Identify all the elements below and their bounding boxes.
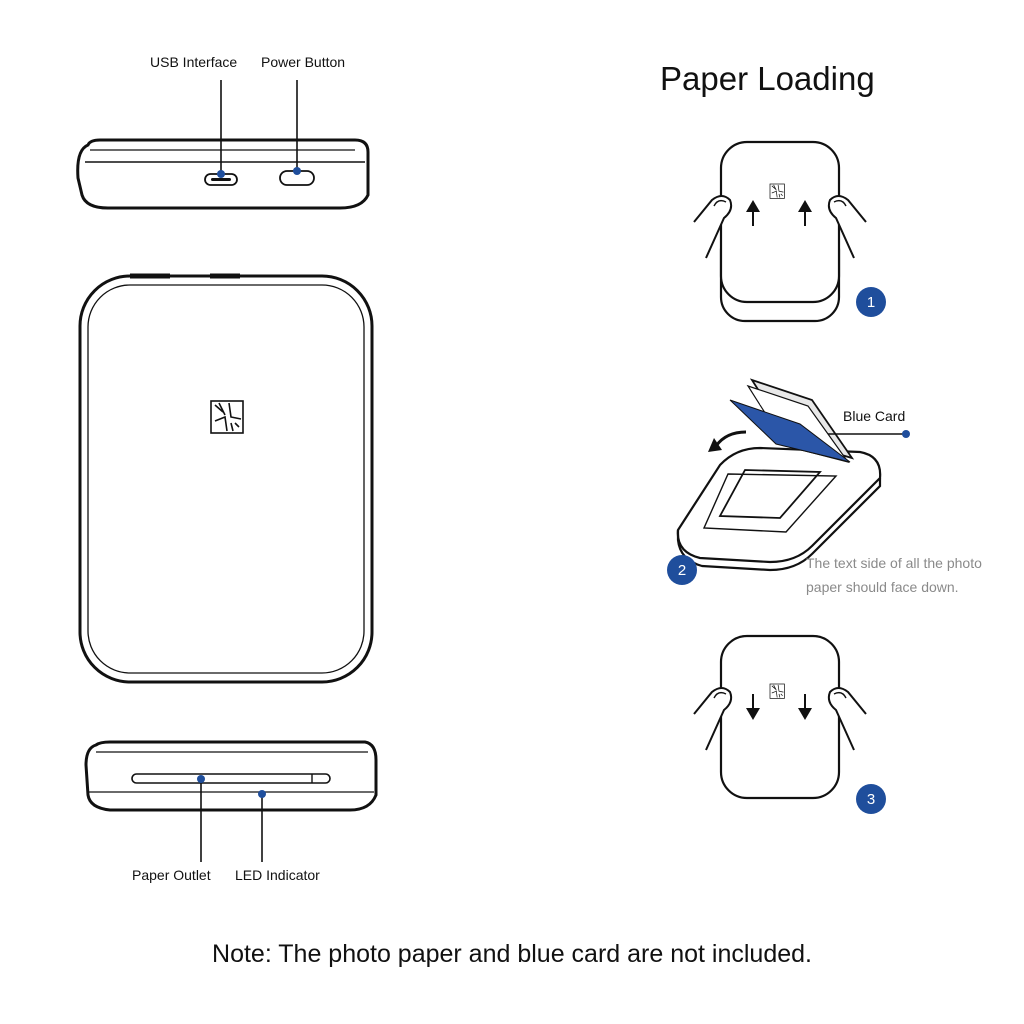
printer-front-view [78,273,374,684]
hint-line-1: The text side of all the photo [806,555,982,571]
blue-card-pointer-dot [902,430,910,438]
paper-loading-title: Paper Loading [660,60,875,97]
usb-interface-label: USB Interface [150,54,238,70]
curved-arrow-icon [714,430,747,447]
blue-card-label: Blue Card [843,408,906,424]
footer-note: Note: The photo paper and blue card are … [212,940,812,968]
step-badge-1: 1 [856,287,886,317]
power-pointer-dot [293,167,301,175]
paper-outlet-slot [131,773,331,784]
step-badge-2: 2 [667,555,697,585]
arrow-up-icon [746,200,812,226]
led-indicator-dot [258,790,266,798]
usb-pointer-dot [217,170,225,178]
step-2-illustration [676,378,882,572]
step-1-illustration [693,140,867,323]
paper-outlet-label: Paper Outlet [132,867,211,883]
hint-line-2: paper should face down. [806,579,959,595]
power-button-label: Power Button [261,54,346,70]
led-indicator-label: LED Indicator [235,867,320,883]
blue-card-shape [729,399,851,463]
paper-outlet-dot [197,775,205,783]
hand-icon [693,687,867,751]
step-badge-3: 3 [856,784,886,814]
hand-icon [693,195,867,259]
arrow-down-icon [746,694,812,720]
step-3-illustration [693,634,867,800]
printer-bottom-view [84,740,378,812]
